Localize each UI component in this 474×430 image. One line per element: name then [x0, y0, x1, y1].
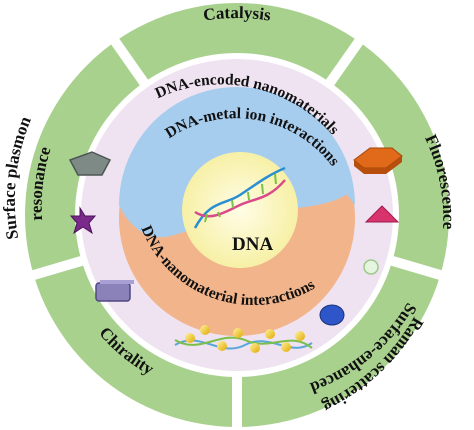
segment-catalysis-label: Catalysis	[202, 3, 272, 25]
dna-core	[182, 152, 298, 268]
center-dna-label: DNA	[232, 234, 273, 255]
dna-gold-nanoparticle-strand-icon	[174, 325, 313, 353]
rectangle-prism-icon	[95, 280, 134, 302]
disc-icon	[319, 304, 345, 326]
triangle-prism-icon	[364, 205, 400, 223]
sphere-icon	[363, 259, 379, 275]
dna-double-helix-icon	[193, 166, 286, 229]
pentagon-icon	[68, 151, 112, 176]
star-icon	[69, 206, 97, 235]
hexagon-prism-icon	[353, 147, 403, 174]
